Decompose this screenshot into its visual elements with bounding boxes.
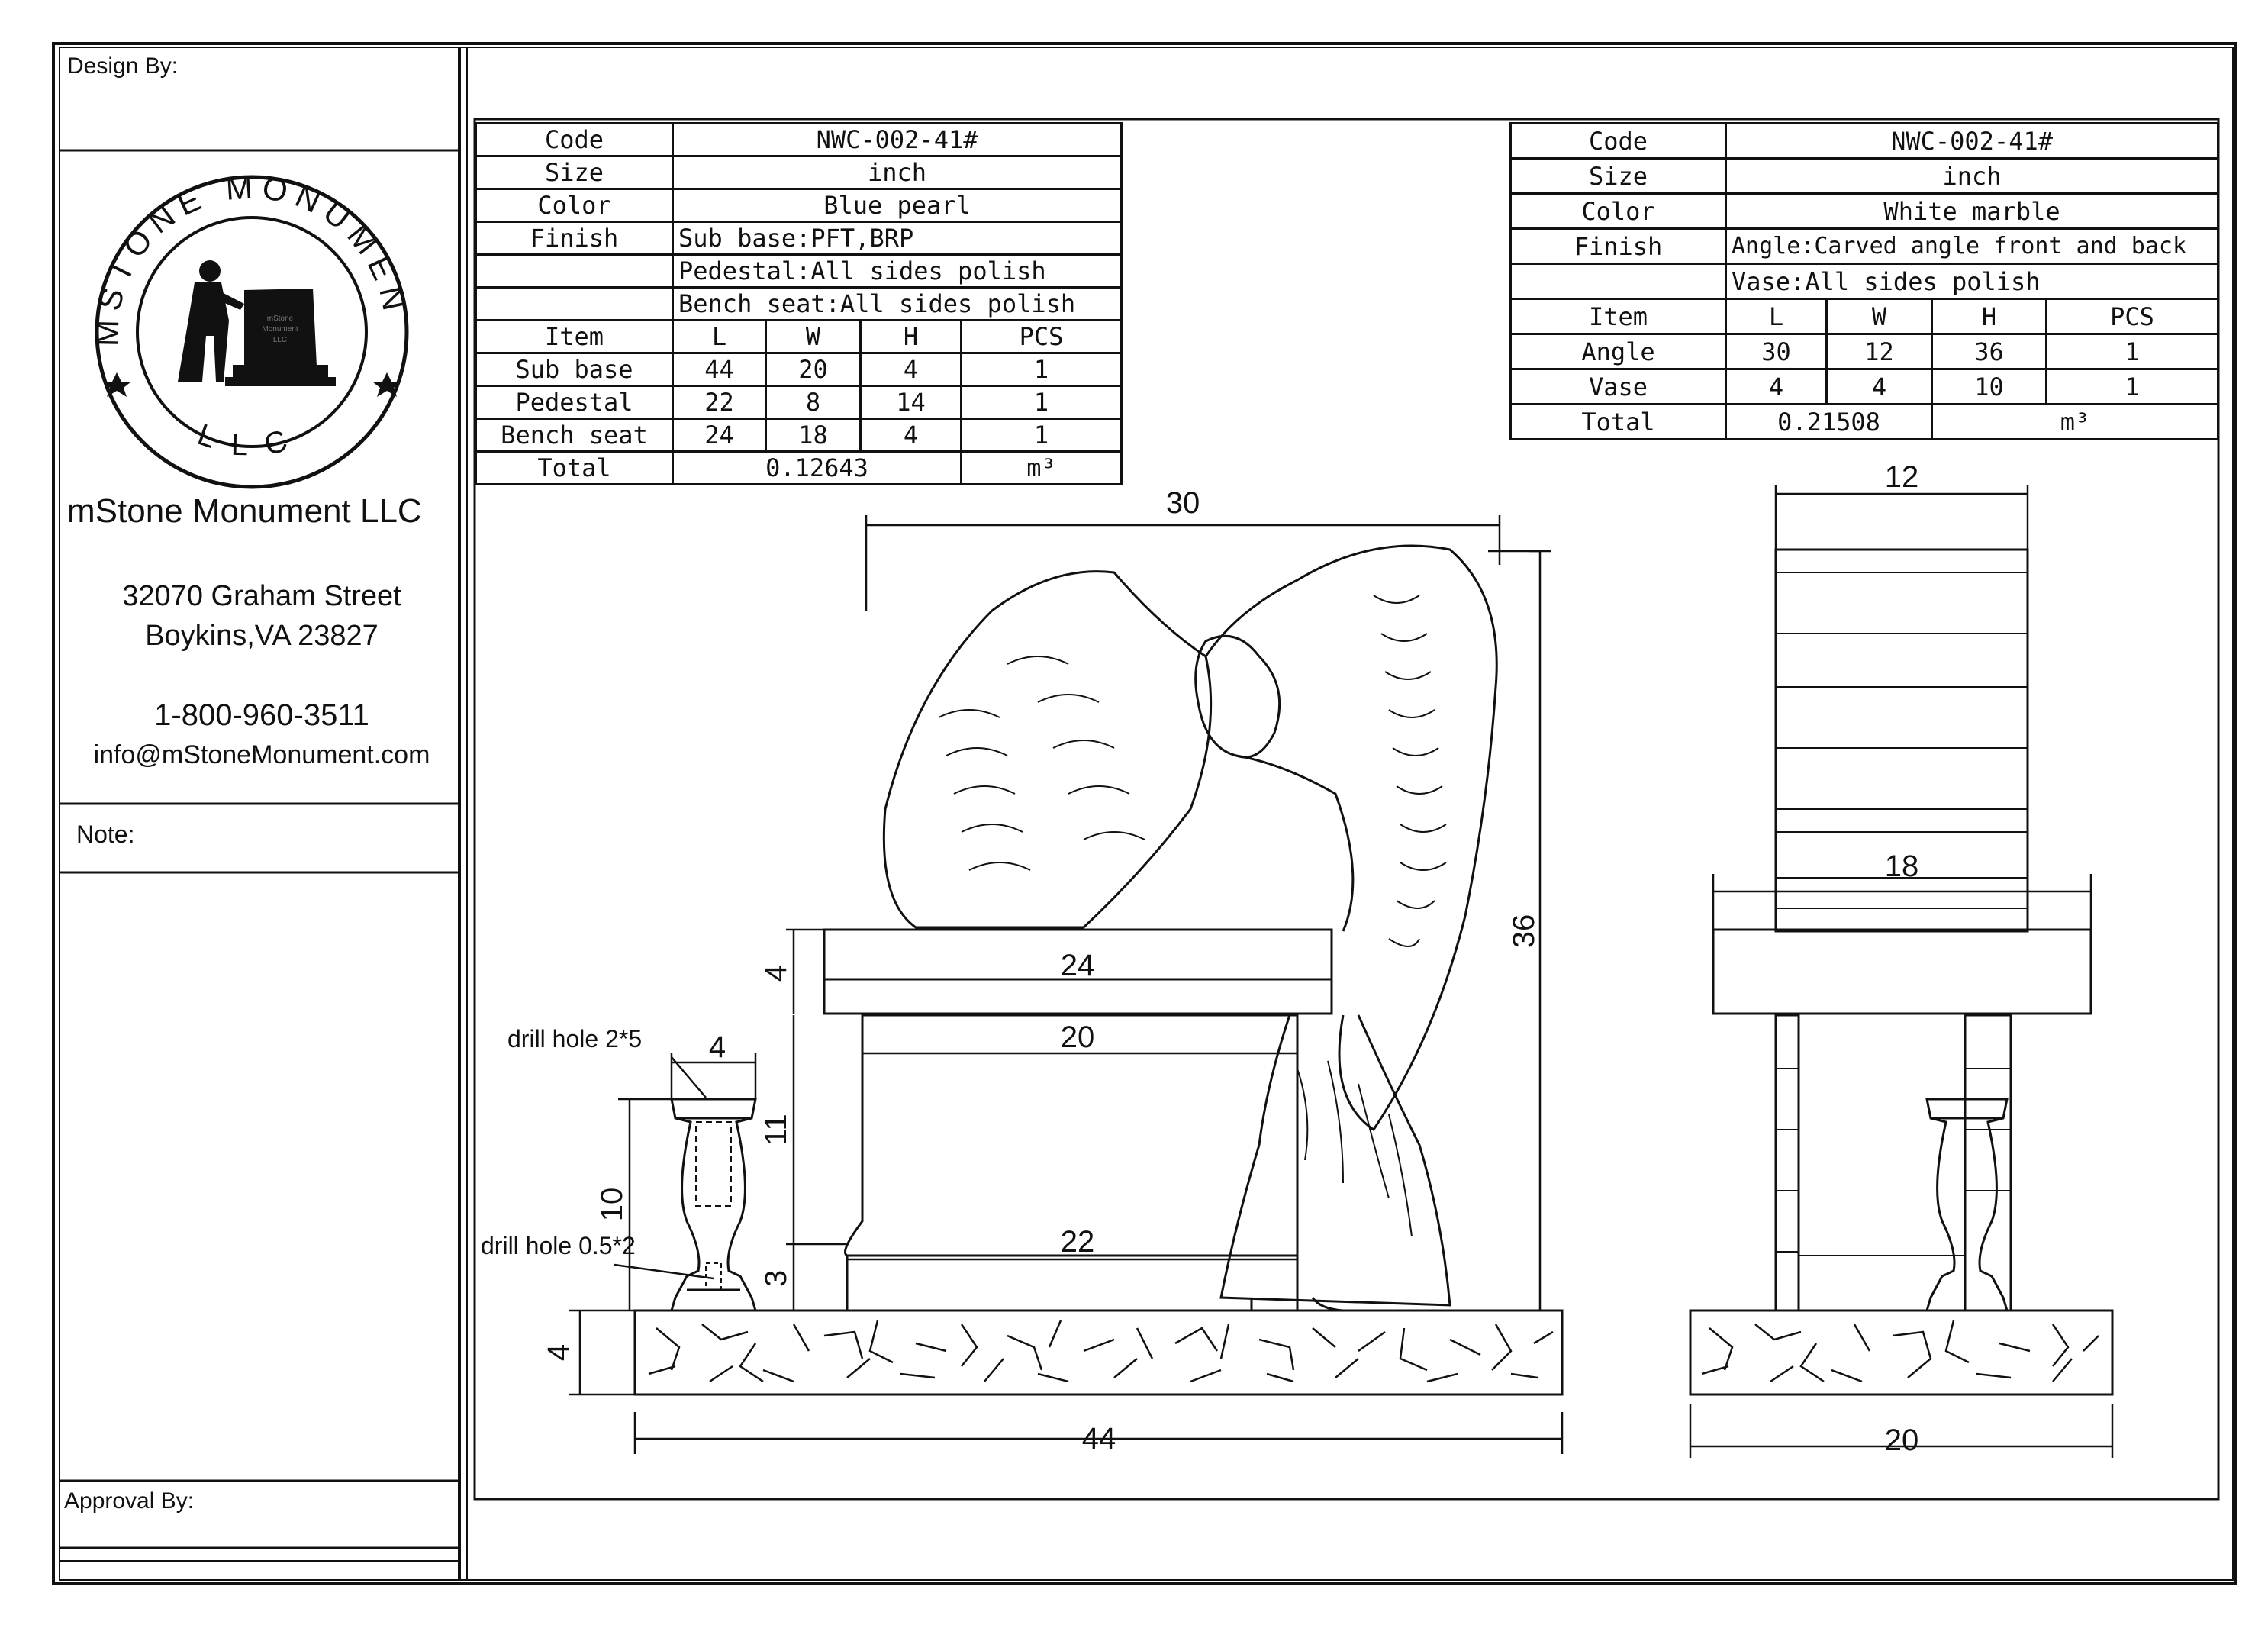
address-line-2: Boykins,VA 23827 xyxy=(145,620,379,652)
dim-side-top-width: 12 xyxy=(1885,460,1919,494)
headstone-icon: mStone Monument LLC xyxy=(225,289,336,386)
svg-text:LLC: LLC xyxy=(273,336,287,344)
dim-overall-height: 36 xyxy=(1507,914,1541,949)
angel-sculpture xyxy=(882,544,1498,1312)
company-logo: MSTONE MONUMENT LLC mStone Monument LLC xyxy=(88,168,409,489)
vase-front xyxy=(669,1098,758,1312)
pedestal-side-left xyxy=(1774,1014,1800,1312)
star-icon xyxy=(102,372,131,397)
dim-bench-height: 4 xyxy=(759,965,793,982)
dim-overall-width: 30 xyxy=(1166,486,1200,520)
pedestal-side-right xyxy=(1964,1014,2012,1312)
drill-hole-top-note: drill hole 2*5 xyxy=(507,1025,642,1053)
dim-base-length: 44 xyxy=(1082,1422,1116,1456)
dim-side-bench-width: 18 xyxy=(1885,850,1919,883)
company-name: mStone Monument LLC xyxy=(67,492,422,530)
drill-hole-bottom-note: drill hole 0.5*2 xyxy=(481,1232,636,1259)
design-by-label: Design By: xyxy=(67,53,179,79)
dim-bench-length: 24 xyxy=(1061,949,1095,982)
dim-pedestal-height: 11 xyxy=(759,1114,793,1146)
stone-carver-icon xyxy=(178,260,244,382)
dim-vase-height: 10 xyxy=(595,1188,629,1222)
star-icon xyxy=(372,372,401,397)
note-label: Note: xyxy=(76,821,135,848)
address-line-1: 32070 Graham Street xyxy=(122,580,401,612)
dimension-lines xyxy=(569,485,2114,1458)
bench-seat-front xyxy=(823,928,1333,1015)
bench-seat-side xyxy=(1712,928,2092,1015)
sub-base-texture xyxy=(648,1320,1554,1383)
approval-by-label: Approval By: xyxy=(64,1488,195,1514)
pedestal-front xyxy=(844,1014,1299,1312)
svg-text:Monument: Monument xyxy=(262,325,298,334)
email-address: info@mStoneMonument.com xyxy=(93,740,430,769)
feather-lines xyxy=(938,595,1447,1237)
angel-side xyxy=(1774,548,2029,933)
dim-base-height: 4 xyxy=(542,1344,575,1361)
svg-text:mStone: mStone xyxy=(267,314,294,323)
sub-base-front xyxy=(633,1309,1564,1396)
vase-side xyxy=(1925,1098,2009,1312)
sub-base-side xyxy=(1689,1309,2114,1396)
dim-pedestal-bottom: 22 xyxy=(1061,1225,1095,1259)
dim-vase-width: 4 xyxy=(709,1030,726,1064)
dim-pedestal-top: 20 xyxy=(1061,1020,1095,1054)
dim-side-base-width: 20 xyxy=(1885,1423,1919,1457)
phone-number: 1-800-960-3511 xyxy=(154,698,369,732)
dim-plinth-height: 3 xyxy=(759,1270,793,1287)
